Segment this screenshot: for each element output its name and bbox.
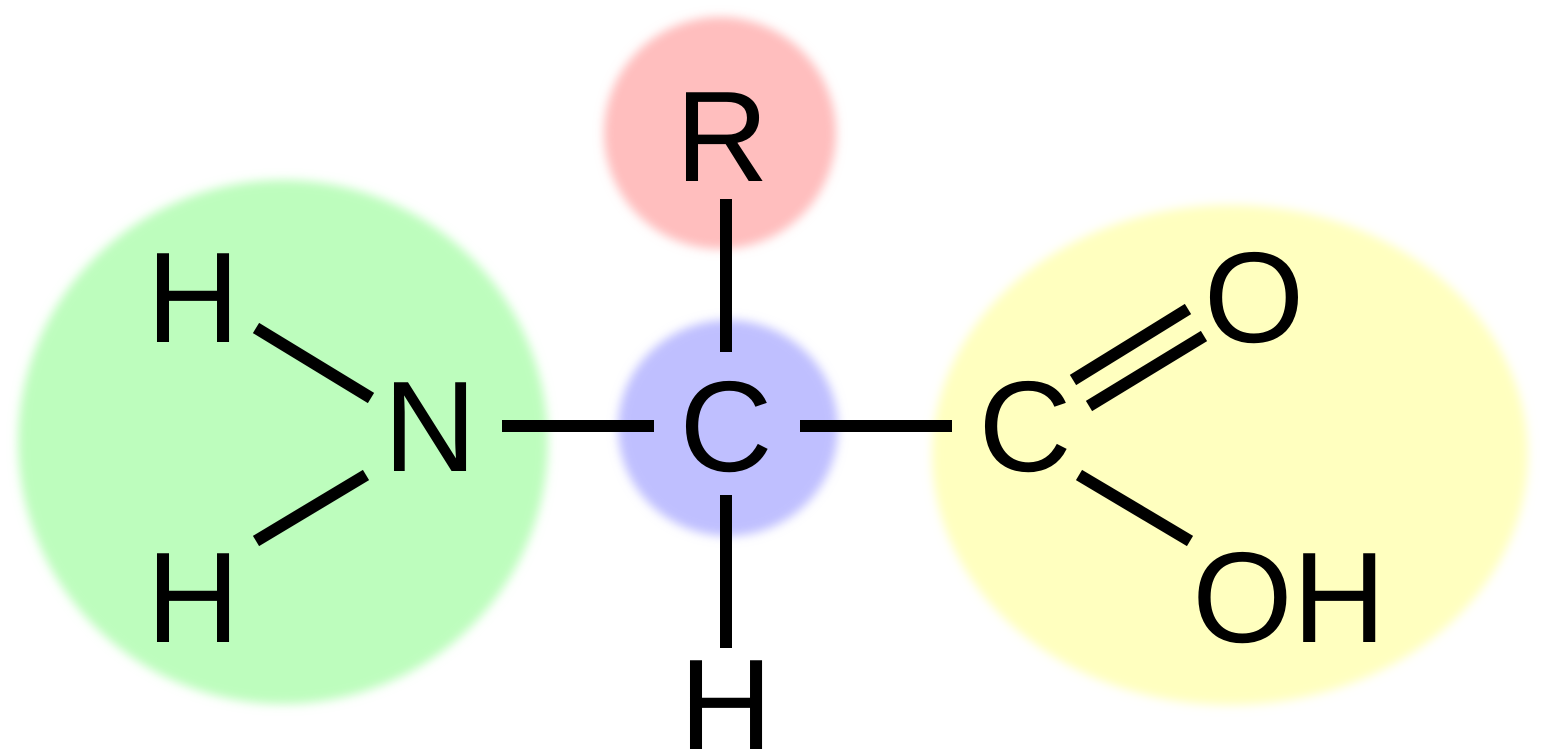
carbonyl-oxygen-label: O: [1204, 226, 1304, 370]
amine-group-region: [18, 180, 548, 704]
amine-hydrogen-top-label: H: [146, 226, 239, 370]
alpha-hydrogen-label: H: [679, 633, 772, 750]
alpha-carbon-label: C: [679, 355, 772, 499]
nitrogen-label: N: [383, 355, 476, 499]
side-chain-label: R: [675, 65, 768, 209]
bond-h-n-bottom: [252, 469, 370, 547]
hydroxyl-label: OH: [1192, 526, 1386, 670]
carboxyl-group-region: [932, 205, 1528, 705]
side-chain-region: [604, 17, 836, 249]
double-bond-c-o-upper: [1069, 303, 1192, 386]
bond-c-oh: [1075, 469, 1194, 547]
alpha-carbon-region: [618, 320, 838, 536]
bond-h-n-top: [252, 322, 375, 404]
carboxyl-carbon-label: C: [978, 355, 1071, 499]
amine-hydrogen-bottom-label: H: [146, 526, 239, 670]
double-bond-c-o-lower: [1085, 330, 1208, 412]
